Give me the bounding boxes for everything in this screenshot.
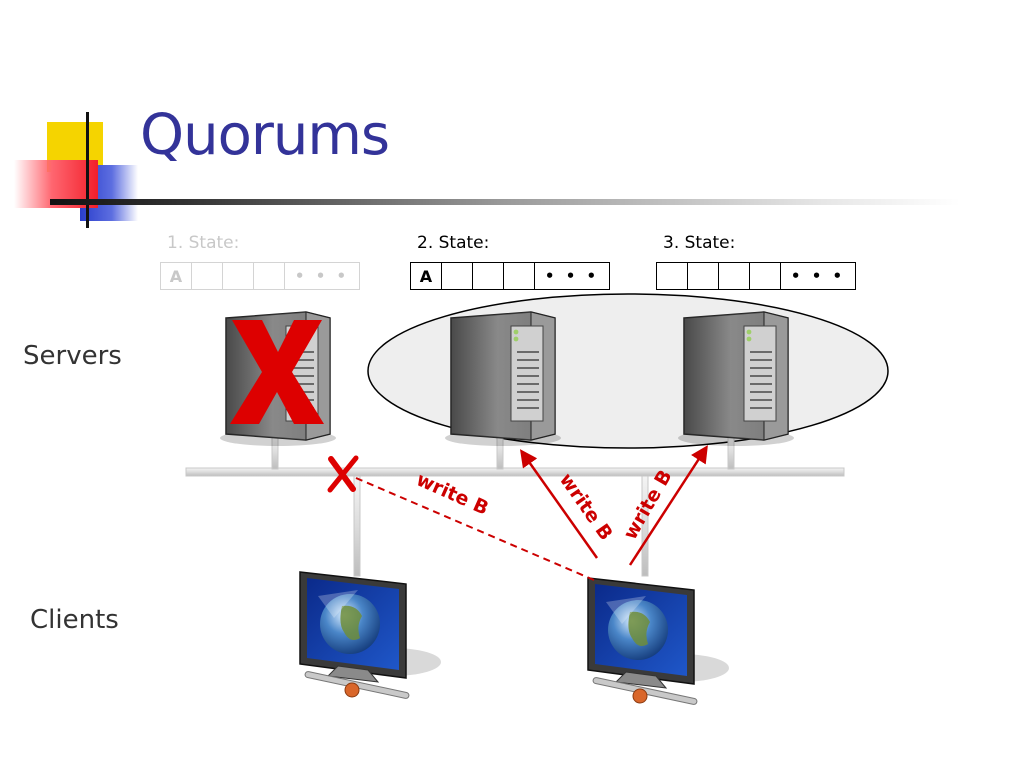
state-label-2: 2. State: [417, 233, 490, 253]
client-link [641, 475, 649, 577]
state-more-cell: • • • [294, 267, 350, 285]
state-cell [504, 263, 535, 289]
state-label-3: 3. State: [663, 233, 736, 253]
state-cell [442, 263, 473, 289]
network-backbone [185, 467, 845, 477]
quorum-ellipse [367, 293, 889, 449]
title-decoration-vertical-line [86, 112, 89, 228]
write-arrow-server-3 [628, 445, 708, 566]
blocked-write-x-icon [327, 455, 359, 493]
clients-label: Clients [30, 605, 119, 635]
title-underline [50, 199, 960, 205]
state-cell [192, 263, 223, 289]
state-label-1: 1. State: [167, 233, 240, 253]
state-cell [254, 263, 285, 289]
state-cell [223, 263, 254, 289]
client-computer-icon [587, 577, 729, 705]
state-cell: A [161, 263, 192, 289]
servers-label: Servers [23, 341, 122, 371]
state-table-1: A • • • [160, 262, 360, 290]
write-arrow-server-2 [519, 449, 599, 559]
state-cell: A [411, 263, 442, 289]
state-more-cell: • • • [544, 267, 600, 285]
server-icon [678, 311, 794, 446]
failure-x-icon [230, 320, 324, 424]
state-table-2: A • • • [410, 262, 610, 290]
state-cell [719, 263, 750, 289]
state-cell [688, 263, 719, 289]
client-computer-icon [299, 571, 441, 699]
state-more-cell: • • • [790, 267, 846, 285]
client-link [353, 475, 361, 577]
write-label: write B [555, 469, 617, 544]
state-cell [657, 263, 688, 289]
state-cell [750, 263, 781, 289]
state-cell [473, 263, 504, 289]
slide-title: Quorums [140, 103, 390, 168]
state-table-3: • • • [656, 262, 856, 290]
server-icon [445, 311, 561, 446]
